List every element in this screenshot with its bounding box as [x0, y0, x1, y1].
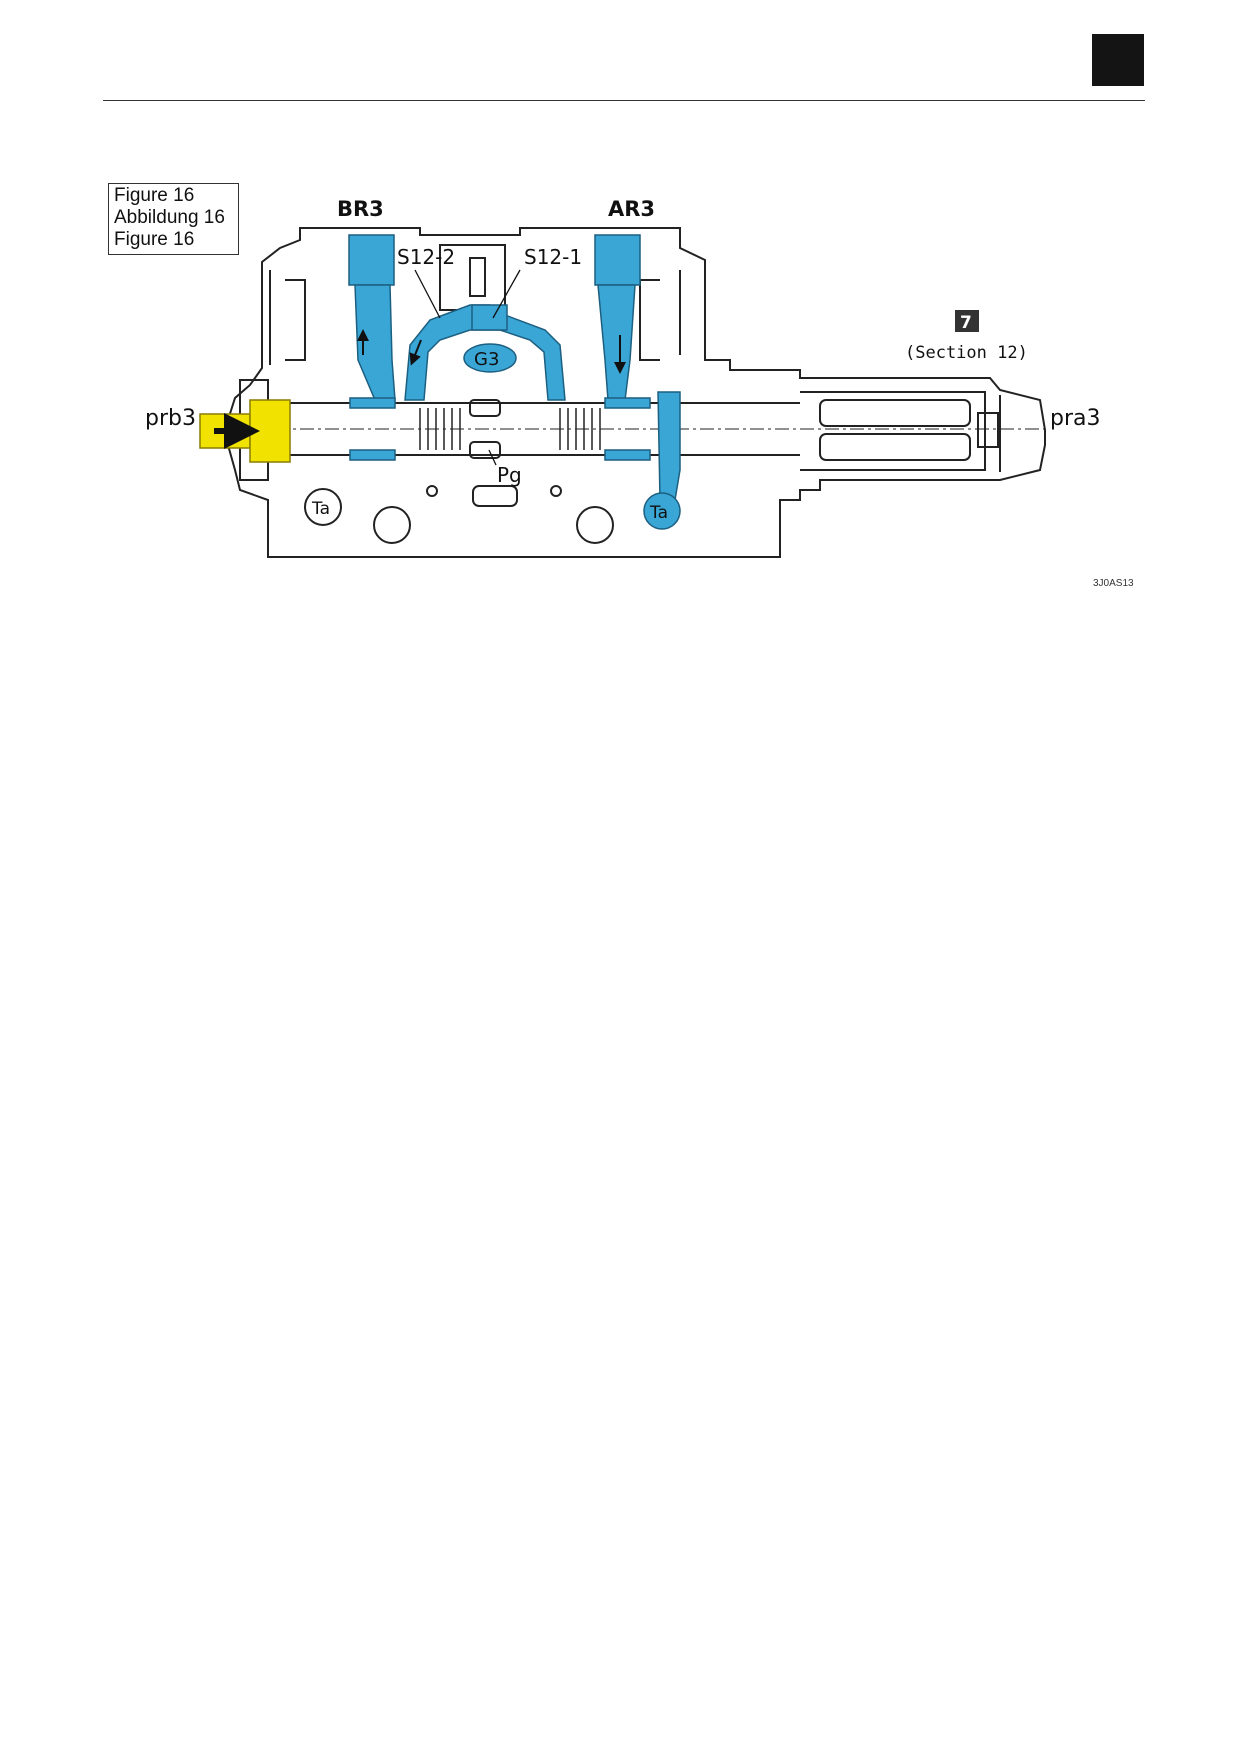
- callout-section-text: (Section 12): [905, 343, 1028, 363]
- header-rule: [103, 100, 1145, 101]
- s12-1-label: S12-1: [524, 245, 582, 269]
- s12-2-label: S12-2: [397, 245, 455, 269]
- ta-right-label: Ta: [649, 503, 668, 523]
- figure-caption-en: Figure 16: [114, 185, 195, 206]
- bridge-cap: [471, 304, 508, 331]
- pra3-label: pra3: [1050, 406, 1101, 431]
- return-channel: [657, 391, 681, 501]
- bridge-channel: [404, 304, 566, 401]
- body-ports: [304, 399, 614, 544]
- figure-caption-de: Abbildung 16: [114, 207, 225, 228]
- ar3-port-passage: [594, 234, 641, 286]
- callout-number-box: [955, 310, 979, 332]
- pilot-pressure-chamber: [199, 399, 291, 463]
- bridge-flow-arrow: [409, 339, 422, 366]
- ar3-channel: [597, 284, 636, 401]
- ta-left-port: [304, 488, 342, 526]
- br3-port-passage: [348, 234, 395, 286]
- callout-number: 7: [960, 313, 972, 333]
- g3-label: G3: [474, 349, 499, 370]
- ar3-label: AR3: [608, 197, 655, 221]
- leader-lines: [414, 269, 521, 466]
- pg-label: Pg: [497, 463, 522, 487]
- br3-label: BR3: [337, 197, 384, 221]
- figure-caption-fr: Figure 16: [114, 229, 195, 250]
- section-marker-block: [1092, 34, 1144, 86]
- br3-channel: [354, 284, 396, 401]
- figure-caption-box: Figure 16 Abbildung 16 Figure 16: [108, 183, 239, 255]
- oil-flow-passages: [348, 234, 681, 530]
- ta-right-port: [643, 492, 681, 530]
- prb3-label: prb3: [145, 406, 196, 431]
- reference-code: 3J0AS13: [1093, 578, 1134, 589]
- ta-left-label: Ta: [311, 499, 330, 519]
- g3-port: [463, 343, 517, 373]
